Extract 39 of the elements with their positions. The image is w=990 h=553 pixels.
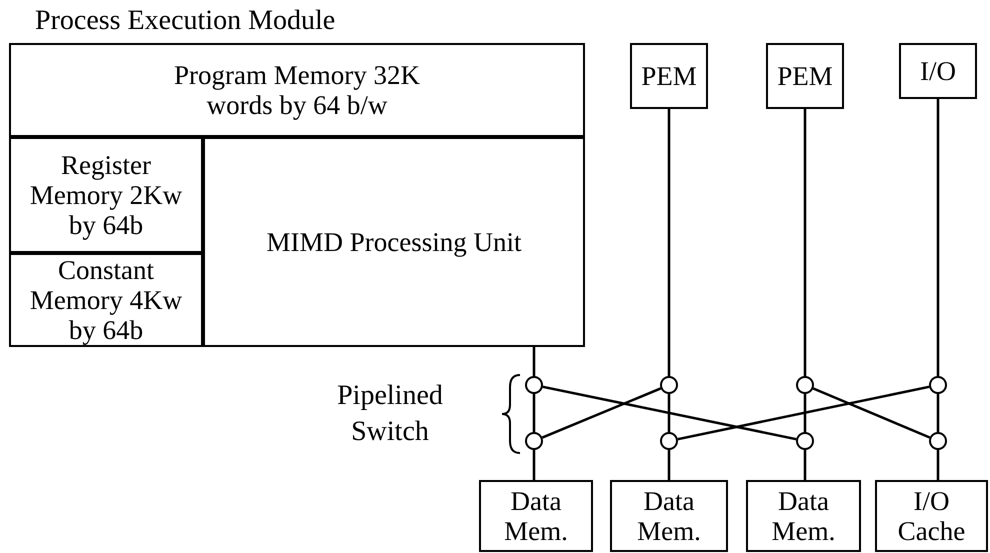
- memory-box: [766, 43, 844, 109]
- memory-box: [203, 137, 585, 347]
- connector-line: [804, 109, 806, 376]
- memory-box: [630, 43, 708, 109]
- switch-label: Pipelined Switch: [336, 379, 444, 449]
- memory-box: [479, 480, 593, 552]
- connector-line: [936, 99, 940, 376]
- memory-box: [610, 480, 728, 552]
- box-label: I/O: [919, 56, 957, 86]
- connector-line: [936, 450, 940, 480]
- box-label: MIMD Processing Unit: [266, 227, 522, 257]
- box-label: Register Memory 2Kw by 64b: [28, 150, 184, 240]
- memory-box: [899, 43, 977, 99]
- memory-box: [746, 480, 861, 552]
- box-label: Program Memory 32K words by 64 b/w: [173, 60, 421, 120]
- connector-line: [804, 450, 806, 480]
- connector-line: [812, 387, 930, 439]
- memory-box: [875, 480, 988, 552]
- connector-line: [532, 394, 536, 432]
- connector-line: [532, 450, 536, 480]
- connector-line: [668, 450, 670, 480]
- box-label: I/O Cache: [896, 486, 966, 546]
- module-heading: Process Execution Module: [35, 4, 336, 38]
- memory-box: [9, 253, 203, 347]
- box-label: PEM: [640, 61, 698, 91]
- memory-box: [9, 137, 203, 253]
- connector-line: [668, 394, 670, 432]
- box-label: Data Mem.: [770, 486, 836, 546]
- box-label: Data Mem.: [503, 486, 569, 546]
- box-label: PEM: [776, 61, 834, 91]
- connector-line: [678, 386, 930, 440]
- connector-line: [804, 394, 806, 432]
- connector-line: [532, 347, 536, 376]
- connector-line: [936, 394, 940, 432]
- box-label: Data Mem.: [636, 486, 702, 546]
- connector-line: [542, 386, 796, 440]
- box-label: Constant Memory 4Kw by 64b: [28, 255, 184, 345]
- connector-line: [542, 387, 662, 439]
- connector-line: [668, 109, 670, 376]
